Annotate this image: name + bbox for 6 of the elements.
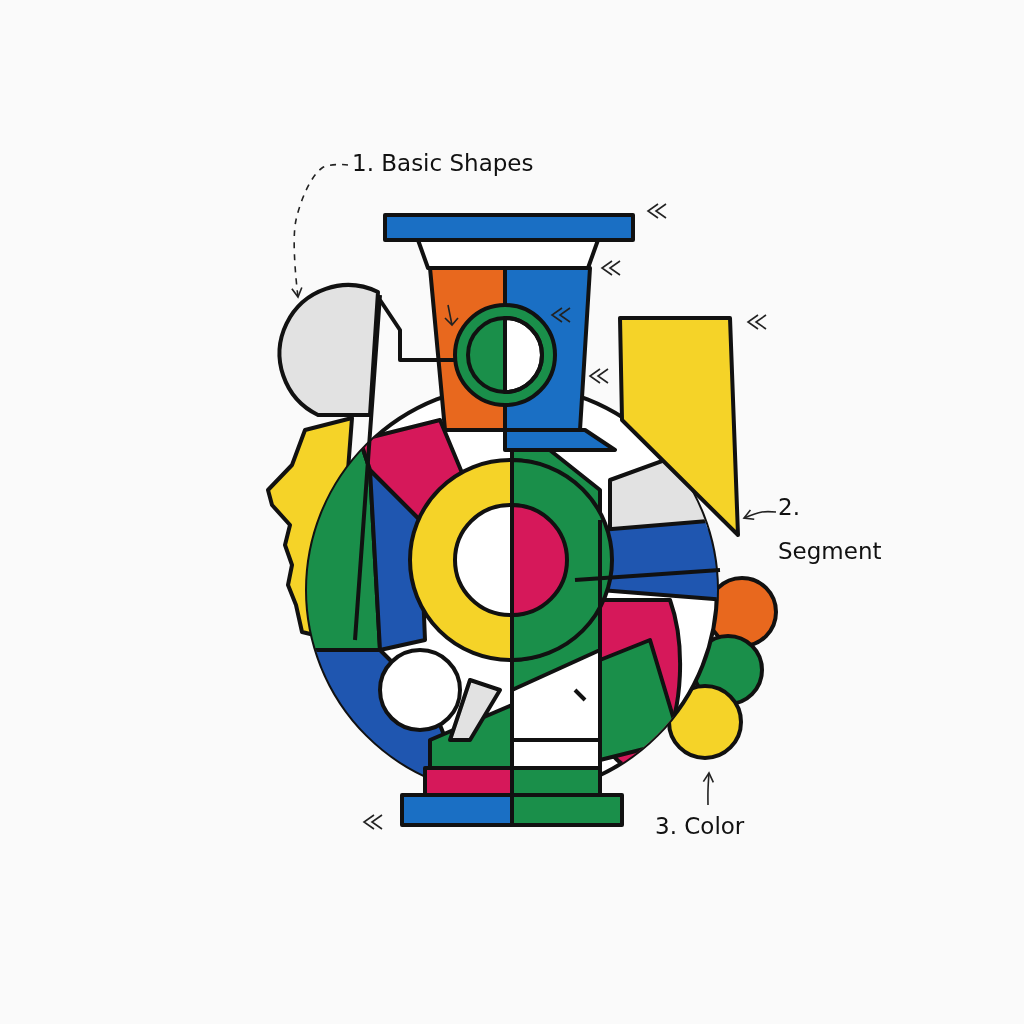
step-label: 1. Basic Shapes: [352, 142, 542, 186]
dashed-arrow: [291, 163, 349, 298]
arrow: [702, 772, 715, 806]
arrow: [743, 509, 777, 520]
step-label: 2. Segment: [778, 486, 883, 574]
step-label: 3. Color: [655, 805, 765, 849]
